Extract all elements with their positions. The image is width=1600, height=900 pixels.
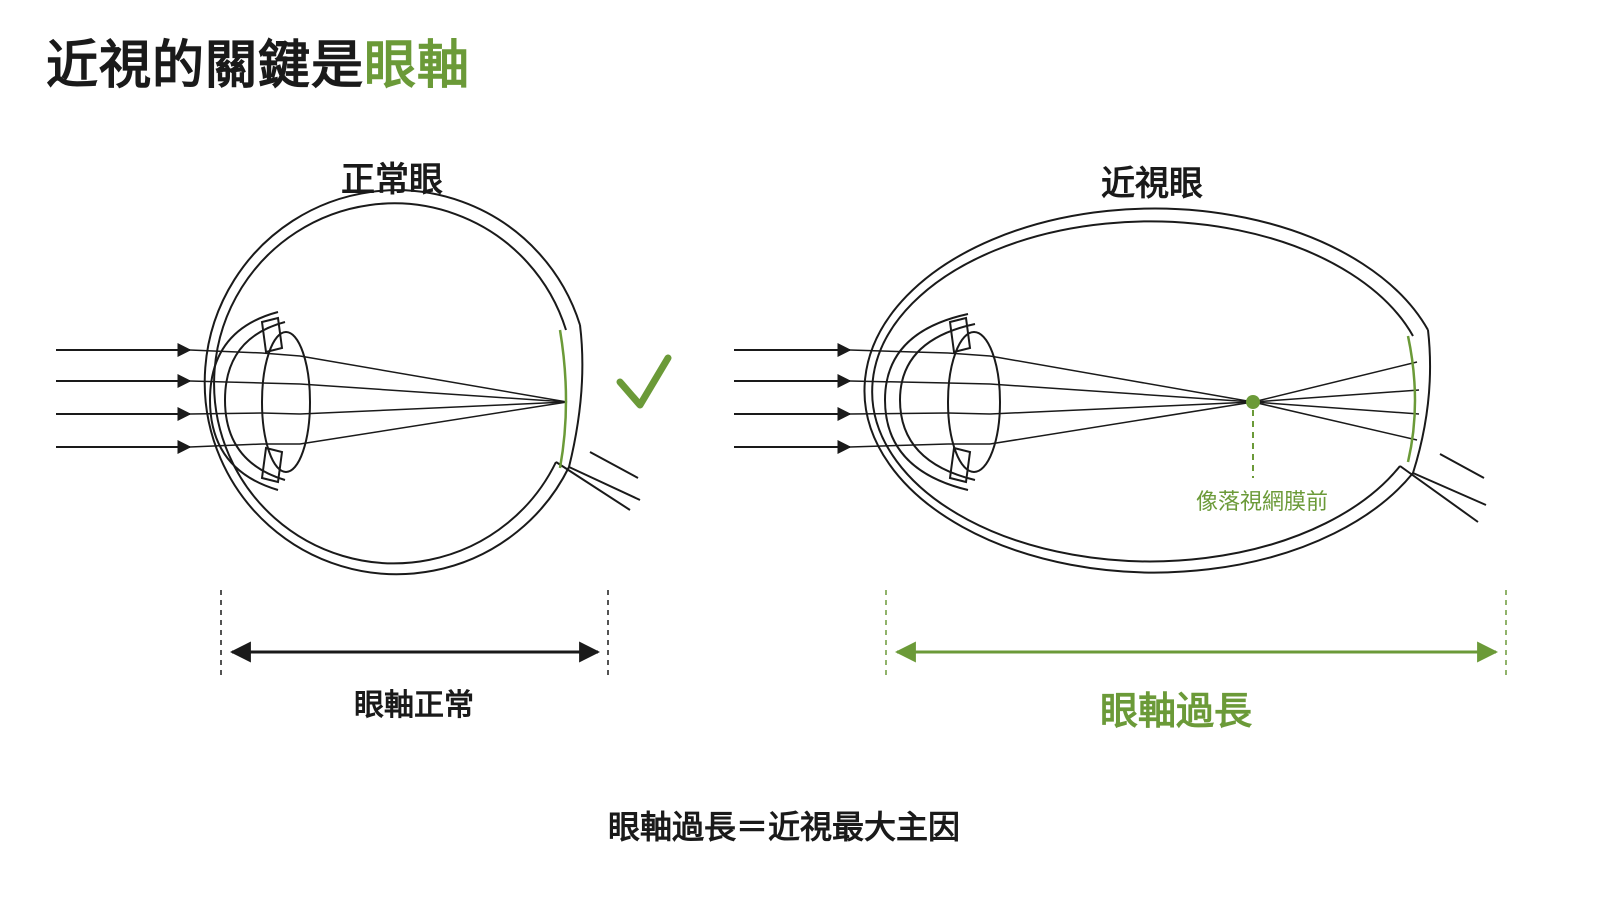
normal-eye-refracted-rays: [261, 352, 568, 445]
myopic-eye-cornea: [883, 313, 969, 491]
check-mark-icon: [616, 354, 672, 409]
myopic-eye-refracted-rays: [947, 352, 1420, 445]
myopic-eye-optic-nerve: [1399, 329, 1487, 523]
myopic-eye-retina: [1406, 335, 1417, 463]
conclusion-text: 眼軸過長＝近視最大主因: [607, 808, 961, 846]
normal-axis-label: 眼軸正常: [354, 688, 474, 723]
normal-eye-lens: [261, 331, 311, 473]
normal-eye: [56, 189, 641, 576]
myopic-eye-title: 近視眼: [1101, 164, 1203, 204]
page-title: 近視的關鍵是眼軸: [46, 34, 470, 98]
myopic-eye: [734, 207, 1487, 574]
normal-axis-dimension: [220, 590, 609, 675]
page-title-accent: 眼軸: [364, 36, 471, 96]
normal-eye-retina: [558, 329, 568, 469]
normal-eye-optic-nerve: [555, 324, 641, 511]
long-axis-label: 眼軸過長: [1099, 689, 1253, 733]
myopic-eye-iris-bottom: [948, 446, 972, 484]
normal-eye-iris-bottom: [260, 446, 284, 484]
normal-eye-sclera-outer: [203, 189, 581, 576]
page-title-prefix: 近視的關鍵是: [46, 36, 365, 96]
myopic-eye-iris-top: [948, 316, 972, 354]
myopic-eye-sclera-outer: [863, 207, 1429, 574]
myopic-eye-incoming-rays: [734, 343, 949, 454]
myopic-focal-point: [1246, 395, 1260, 409]
myopic-eye-lens: [947, 331, 1001, 473]
long-axis-dimension: [885, 590, 1507, 675]
focus-before-retina-note: 像落視網膜前: [1195, 490, 1329, 515]
myopic-eye-sclera-inner: [871, 220, 1414, 563]
normal-eye-cornea: [208, 311, 279, 491]
normal-eye-iris-top: [260, 316, 284, 354]
